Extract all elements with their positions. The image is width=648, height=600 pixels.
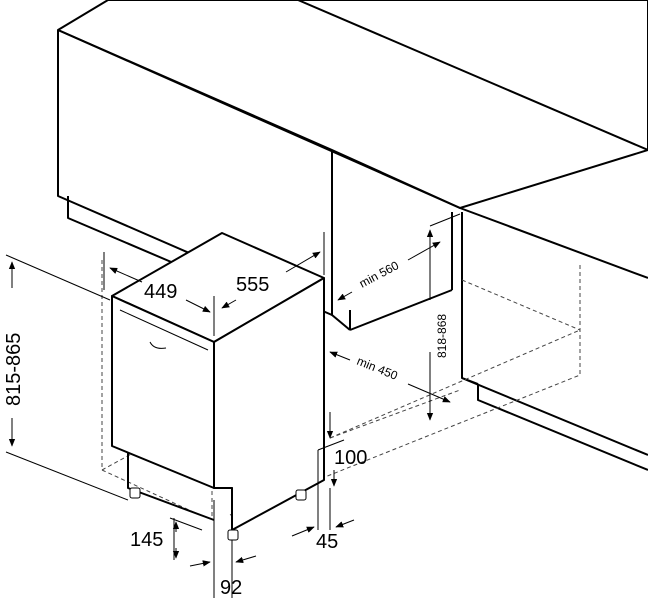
dim-niche-height-range: 818-868	[435, 314, 449, 358]
dim-min-niche-depth: min 560	[357, 258, 402, 291]
dim-foot-offset: 145	[130, 529, 163, 551]
dim-depth: 555	[236, 274, 269, 296]
dim-front-offset: 92	[220, 577, 242, 599]
dim-width: 449	[144, 281, 177, 303]
dim-height-range: 815-865	[3, 333, 25, 406]
dim-plinth-depth: 45	[316, 531, 338, 553]
dim-min-niche-width: min 450	[355, 354, 400, 383]
dishwasher	[111, 232, 325, 541]
dim-plinth-height: 100	[334, 447, 367, 469]
dimension-lines	[5, 213, 461, 598]
